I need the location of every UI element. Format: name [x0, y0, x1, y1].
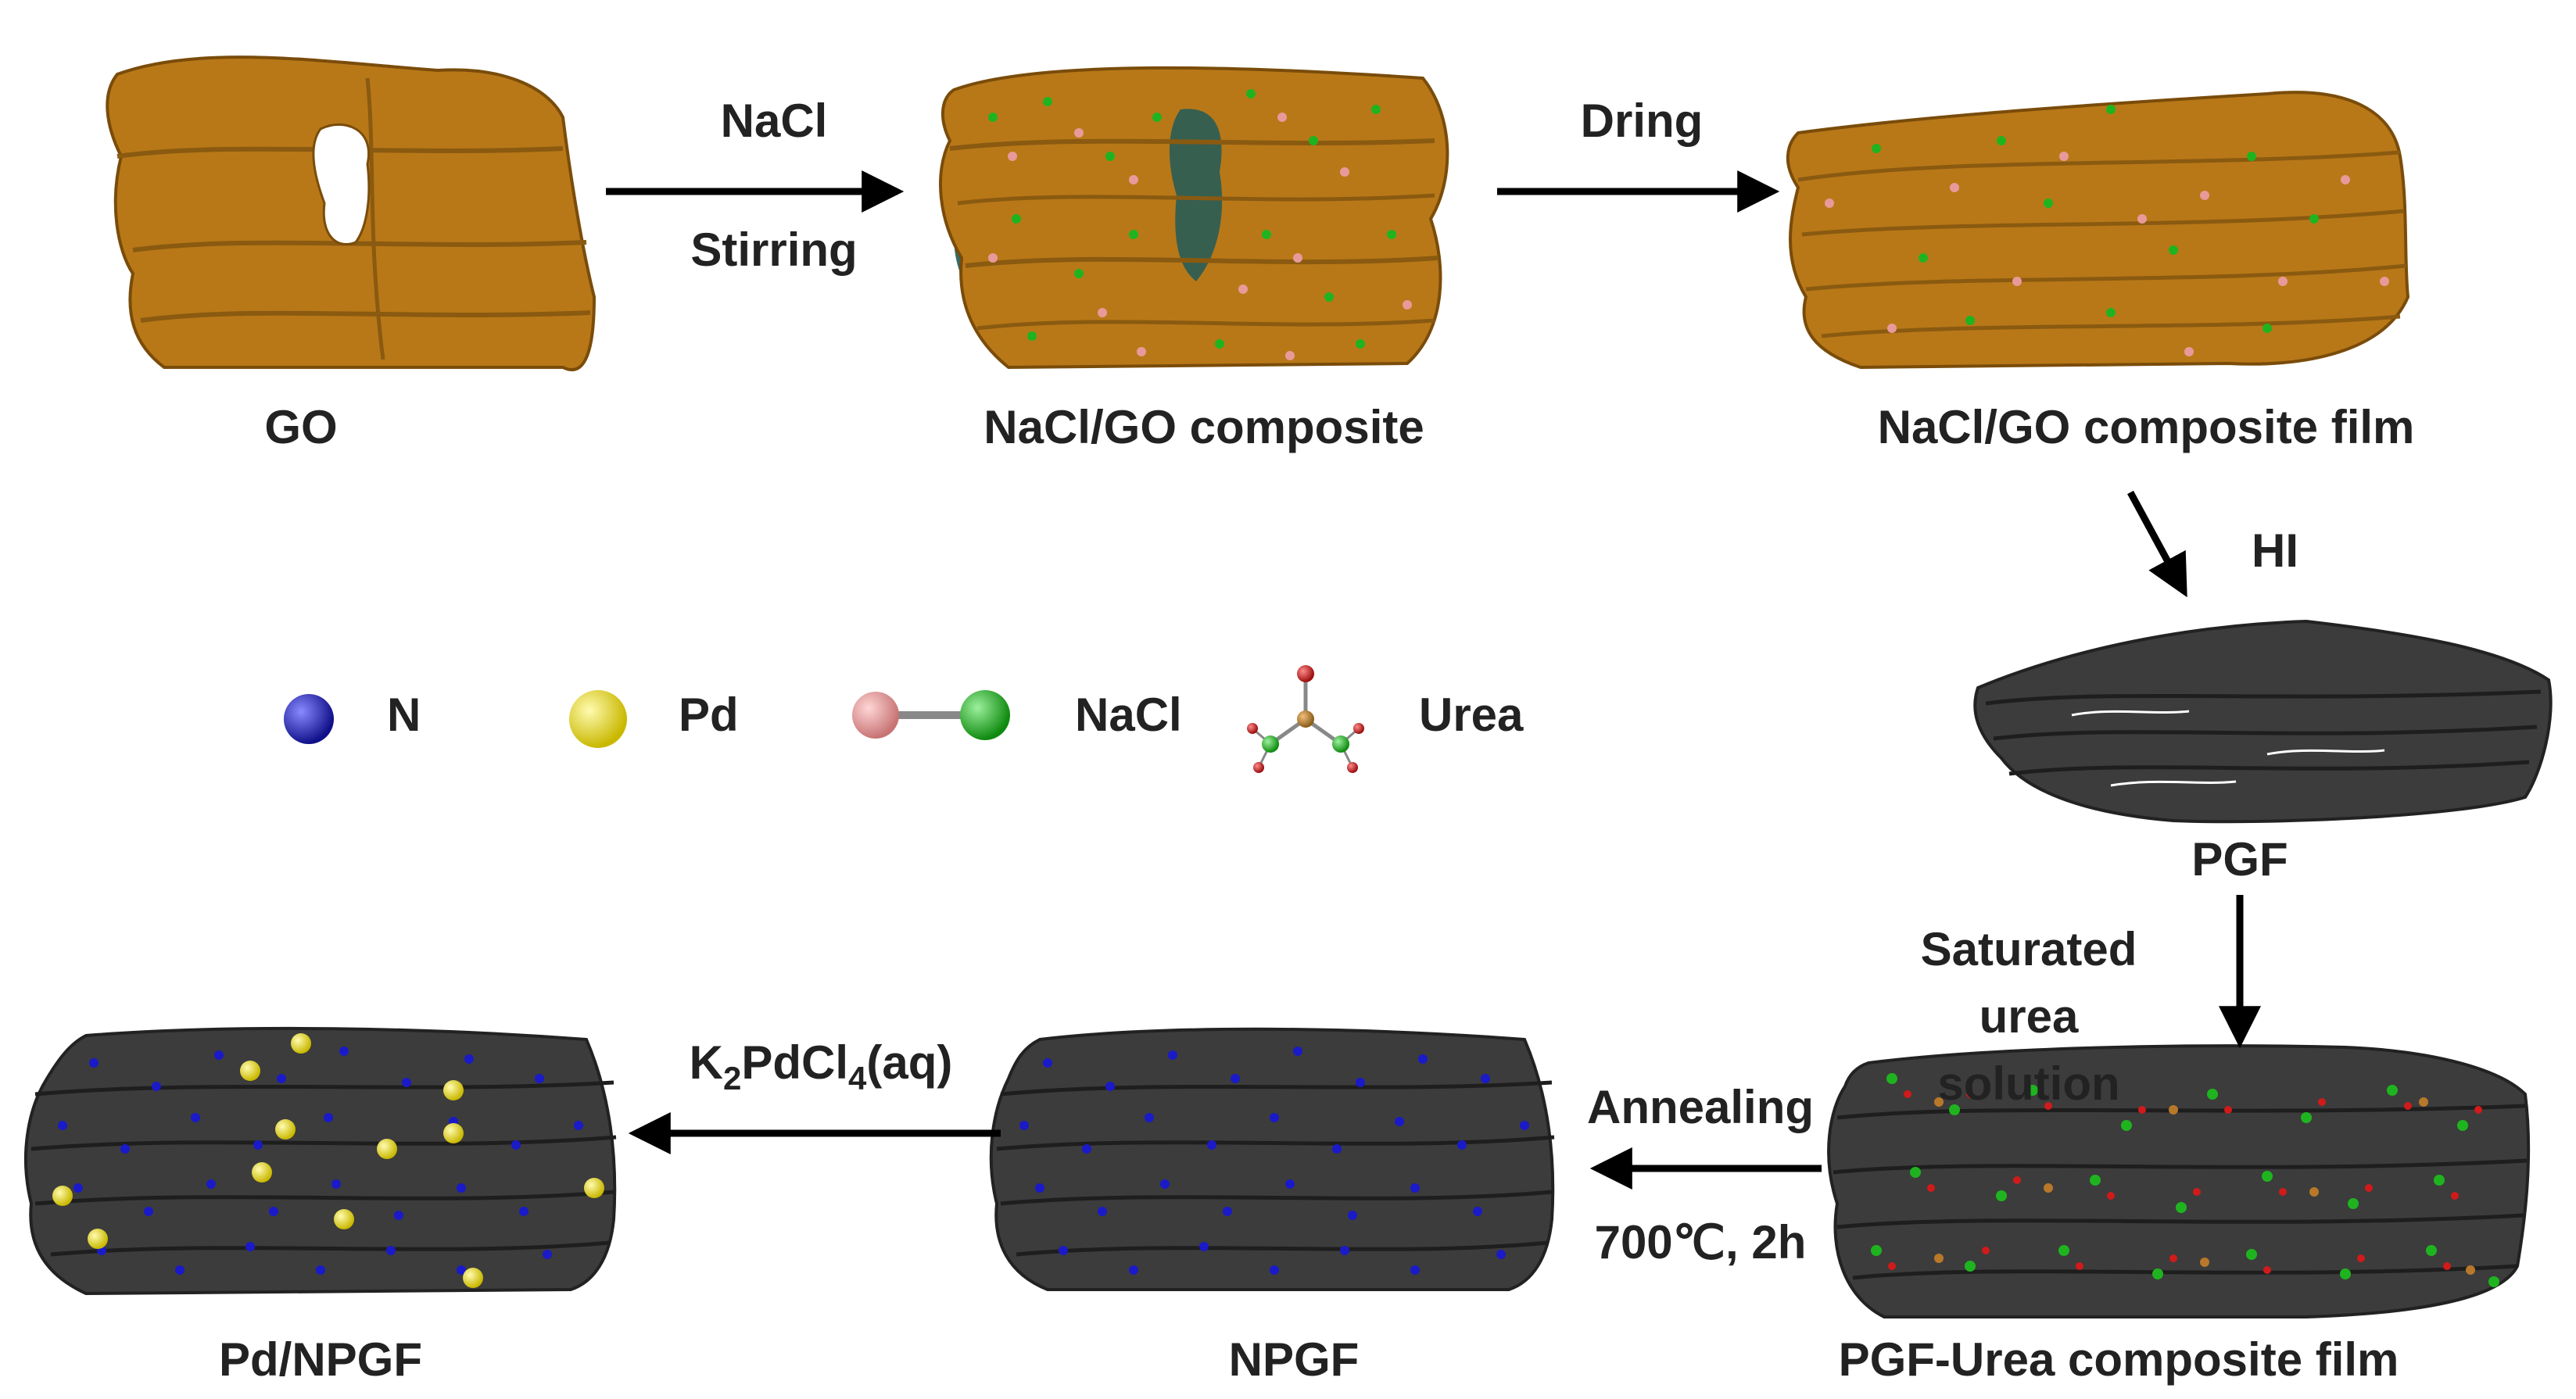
pgf-structure — [1973, 619, 2553, 824]
palladium-atom-icon — [569, 690, 627, 748]
legend — [284, 665, 1364, 773]
product-pgf-label: PGF — [2191, 833, 2288, 886]
product-nacl-go-label: NaCl/GO composite — [983, 401, 1424, 453]
step-nacl-label: NaCl — [720, 95, 828, 147]
product-pd-npgf-label: Pd/NPGF — [218, 1333, 423, 1386]
step-dring-label: Dring — [1580, 95, 1704, 147]
nacl-molecule-icon — [852, 690, 1010, 740]
nacl-go-film-structure — [1786, 91, 2410, 370]
process-arrows — [606, 170, 2261, 1190]
step-annealing-label: Annealing — [1586, 1081, 1815, 1133]
arrow-film-to-pgf — [2127, 490, 2187, 598]
product-nacl-go-film-label: NaCl/GO composite film — [1877, 401, 2415, 453]
legend-pd-label: Pd — [679, 689, 739, 741]
pd-npgf-structure — [24, 1026, 617, 1296]
product-pgf-urea-film-label: PGF-Urea composite film — [1838, 1333, 2399, 1386]
product-go-label: GO — [264, 401, 338, 453]
go-structure — [106, 55, 597, 372]
pgf-urea-film-structure — [1827, 1044, 2531, 1318]
legend-nacl-label: NaCl — [1075, 689, 1182, 741]
step-stirring-label: Stirring — [690, 224, 858, 276]
step-hi-label: HI — [2252, 524, 2298, 577]
legend-n-label: N — [387, 689, 421, 741]
urea-molecule-icon — [1247, 665, 1364, 773]
step-temperature-label: 700℃, 2h — [1594, 1216, 1807, 1268]
step-urea-solution-label: Saturated urea solution — [1920, 923, 2137, 1110]
product-npgf-label: NPGF — [1228, 1333, 1360, 1386]
npgf-structure — [989, 1027, 1555, 1291]
step-k2pdcl4-label: K2PdCl4(aq) — [689, 1036, 953, 1097]
nacl-go-composite-structure — [939, 66, 1449, 370]
nitrogen-atom-icon — [284, 694, 334, 744]
legend-urea-label: Urea — [1419, 689, 1524, 741]
